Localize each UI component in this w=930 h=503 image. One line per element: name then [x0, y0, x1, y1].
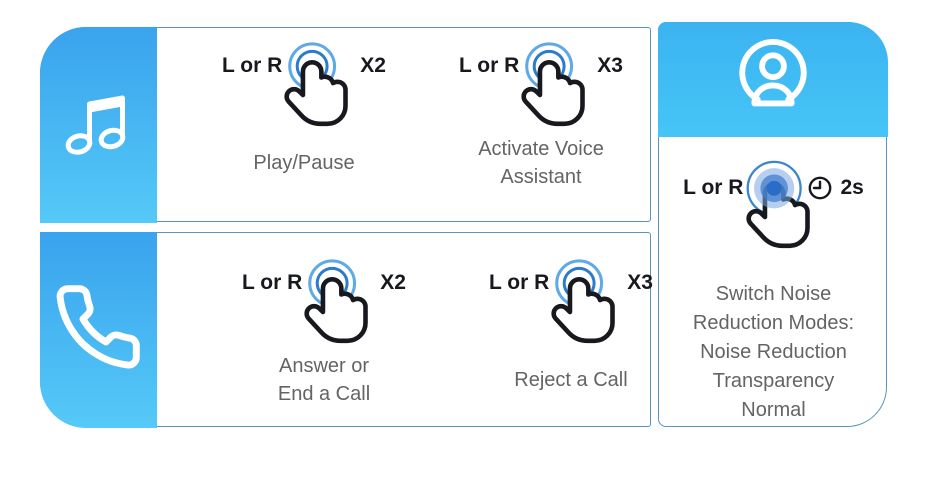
tap-count-label: X2: [360, 54, 386, 77]
action-caption: Switch Noise Reduction Modes: Noise Redu…: [693, 280, 854, 425]
gesture-row: L or R X3: [459, 42, 623, 86]
gesture-row: L or R X2: [222, 42, 386, 86]
caption-line: Normal: [741, 399, 806, 421]
action-caption: Reject a Call: [514, 351, 627, 409]
press-hold-icon: [746, 160, 802, 208]
action-caption: Activate Voice Assistant: [478, 134, 604, 192]
triple-tap-icon: [551, 259, 607, 303]
call-double-tap-control: L or R X2 Answer or End a Call: [219, 259, 429, 409]
tap-count-label: X2: [380, 271, 406, 294]
earbud-side-label: L or R: [222, 54, 283, 77]
gesture-row: L or R X3: [489, 259, 653, 303]
call-controls-panel: L or R X2 Answer or End a Call L or R: [39, 231, 653, 428]
double-tap-icon: [304, 259, 360, 303]
hold-duration-group: 2s: [807, 175, 864, 201]
action-caption: Answer or End a Call: [278, 351, 370, 409]
clock-icon: [809, 176, 832, 200]
caption-line: Play/Pause: [253, 152, 355, 174]
noise-press-hold-control: L or R: [659, 160, 888, 425]
triple-tap-icon: [521, 42, 577, 86]
phone-icon: [52, 281, 144, 378]
earbud-side-label: L or R: [242, 271, 303, 294]
music-notes-icon: [56, 80, 140, 169]
music-double-tap-control: L or R X2 Play/Pause: [204, 42, 404, 192]
action-caption: Play/Pause: [253, 134, 354, 192]
caption-line: Answer or: [278, 355, 370, 377]
noise-mode-panel: L or R: [657, 21, 888, 427]
voice-category-tab: [657, 21, 888, 137]
gesture-row: L or R: [683, 160, 864, 208]
gesture-row: L or R X2: [242, 259, 406, 303]
caption-line: End a Call: [277, 383, 371, 405]
caption-line: Switch Noise: [715, 283, 832, 305]
caption-line: Reduction Modes:: [692, 312, 855, 334]
caption-line: Noise Reduction: [700, 341, 847, 363]
hold-duration-label: 2s: [840, 176, 864, 199]
music-category-tab: [39, 26, 157, 223]
tap-count-label: X3: [597, 54, 623, 77]
earbud-side-label: L or R: [459, 54, 520, 77]
voice-assistant-icon: [732, 38, 814, 120]
tap-count-label: X3: [627, 271, 653, 294]
caption-line: Reject a Call: [514, 369, 628, 391]
music-triple-tap-control: L or R X3 Activate Voice Assistant: [431, 42, 651, 192]
earbud-side-label: L or R: [489, 271, 550, 294]
caption-line: Transparency: [712, 370, 835, 392]
call-triple-tap-control: L or R X3 Reject a Call: [466, 259, 676, 409]
music-controls-panel: L or R X2 Play/Pause L or R: [39, 26, 651, 223]
caption-line: Assistant: [500, 166, 582, 188]
call-category-tab: [39, 231, 157, 428]
caption-line: Activate Voice: [478, 138, 604, 160]
double-tap-icon: [284, 42, 340, 86]
earbud-side-label: L or R: [683, 176, 744, 199]
